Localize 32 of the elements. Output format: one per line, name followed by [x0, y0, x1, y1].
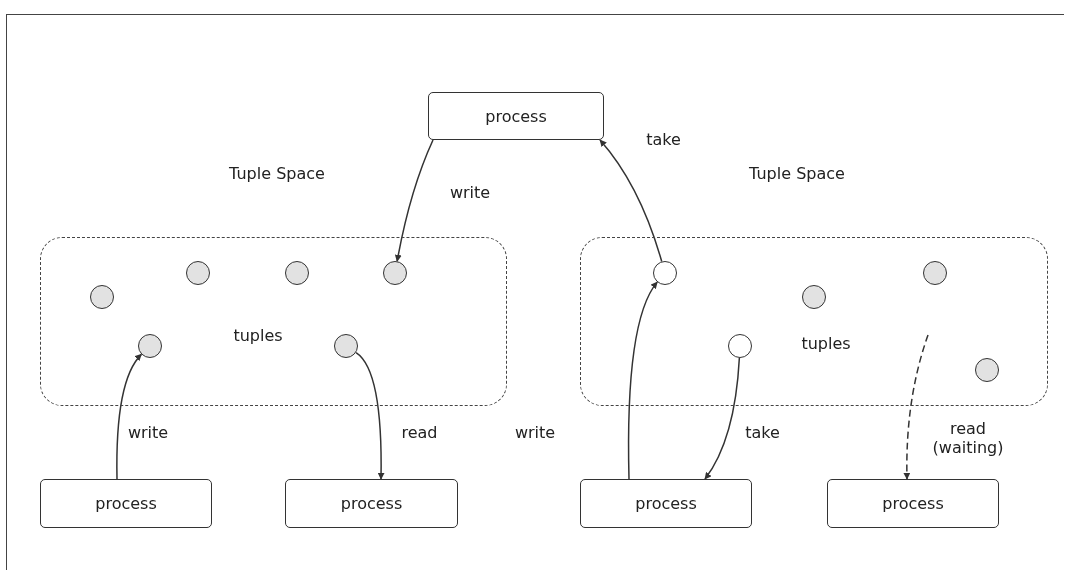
process-box	[827, 479, 999, 528]
tuple-circle	[801, 284, 826, 309]
process-label: process	[882, 494, 944, 513]
arrow	[599, 139, 663, 263]
process-label: process	[340, 494, 403, 513]
tuple-circle	[974, 357, 999, 382]
region-heading: Tuple Space	[749, 164, 845, 184]
process-label: process	[95, 494, 157, 513]
arrow	[627, 281, 658, 480]
region-label: tuples	[801, 334, 851, 354]
arrow	[394, 139, 434, 262]
region-label: tuples	[233, 326, 283, 346]
arrow	[355, 351, 385, 480]
process-box	[580, 479, 752, 528]
arrow	[116, 353, 143, 480]
tuple-circle	[185, 260, 210, 285]
arrow	[704, 357, 741, 480]
tuple-circle	[333, 333, 358, 358]
process-box	[428, 92, 604, 140]
tuple-circle	[652, 260, 677, 285]
tuple-circle	[284, 260, 309, 285]
region-heading: Tuple Space	[229, 164, 325, 184]
tuple-circle	[89, 284, 114, 309]
tuple-circle	[922, 260, 947, 285]
process-box	[40, 479, 212, 528]
arrow	[903, 334, 929, 480]
tuple-circle	[137, 333, 162, 358]
process-box	[285, 479, 458, 528]
process-label: process	[485, 106, 547, 126]
process-label: process	[635, 494, 697, 513]
tuple-circle	[382, 260, 407, 285]
tuple-circle	[727, 333, 752, 358]
